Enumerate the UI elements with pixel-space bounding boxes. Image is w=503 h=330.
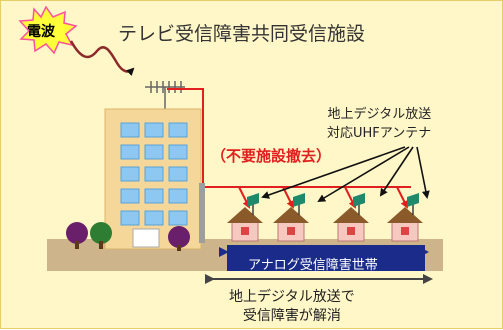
tree-icon	[66, 222, 190, 251]
house-icon	[227, 193, 263, 242]
removed-cable	[167, 88, 204, 183]
removal-label: （不要施設撤去）	[211, 147, 332, 165]
window	[168, 144, 188, 160]
window	[144, 122, 164, 138]
radio-wave-label: 電波	[27, 24, 55, 40]
window	[120, 210, 140, 226]
uhf-antenna-icon	[293, 193, 305, 215]
antenna-icon	[145, 81, 185, 109]
uhf-antenna-label-line1: 地上デジタル放送	[327, 107, 432, 122]
window	[120, 144, 140, 160]
window	[168, 166, 188, 182]
window	[144, 188, 164, 204]
window	[168, 122, 188, 138]
starburst-icon	[18, 5, 78, 55]
window	[120, 166, 140, 182]
house-icon	[387, 193, 423, 242]
window	[120, 122, 140, 138]
result-label: 地上デジタル放送で 受信障害が解消	[229, 288, 355, 326]
distribution-pole	[199, 183, 205, 243]
window	[144, 166, 164, 182]
window	[144, 144, 164, 160]
building-icon	[104, 108, 202, 250]
window	[168, 210, 188, 226]
page-title: テレビ受信障害共同受信施設	[118, 23, 366, 45]
result-label-line1: 地上デジタル放送で	[229, 289, 355, 305]
uhf-pointer-arrows	[261, 146, 430, 203]
uhf-antenna-icon	[353, 193, 365, 215]
analog-band	[227, 245, 425, 271]
window	[120, 188, 140, 204]
uhf-antenna-icon	[247, 193, 259, 215]
wave-icon	[69, 40, 135, 77]
result-label-line2: 受信障害が解消	[242, 308, 341, 324]
analog-band-label: アナログ受信障害世帯	[248, 258, 378, 273]
window	[168, 188, 188, 204]
window	[144, 210, 164, 226]
house-icon	[273, 193, 309, 242]
house-icon	[333, 193, 369, 242]
uhf-antenna-label: 地上デジタル放送 対応UHFアンテナ	[327, 105, 431, 143]
uhf-antenna-label-line2: 対応UHFアンテナ	[327, 126, 432, 141]
uhf-antenna-icon	[407, 193, 419, 215]
